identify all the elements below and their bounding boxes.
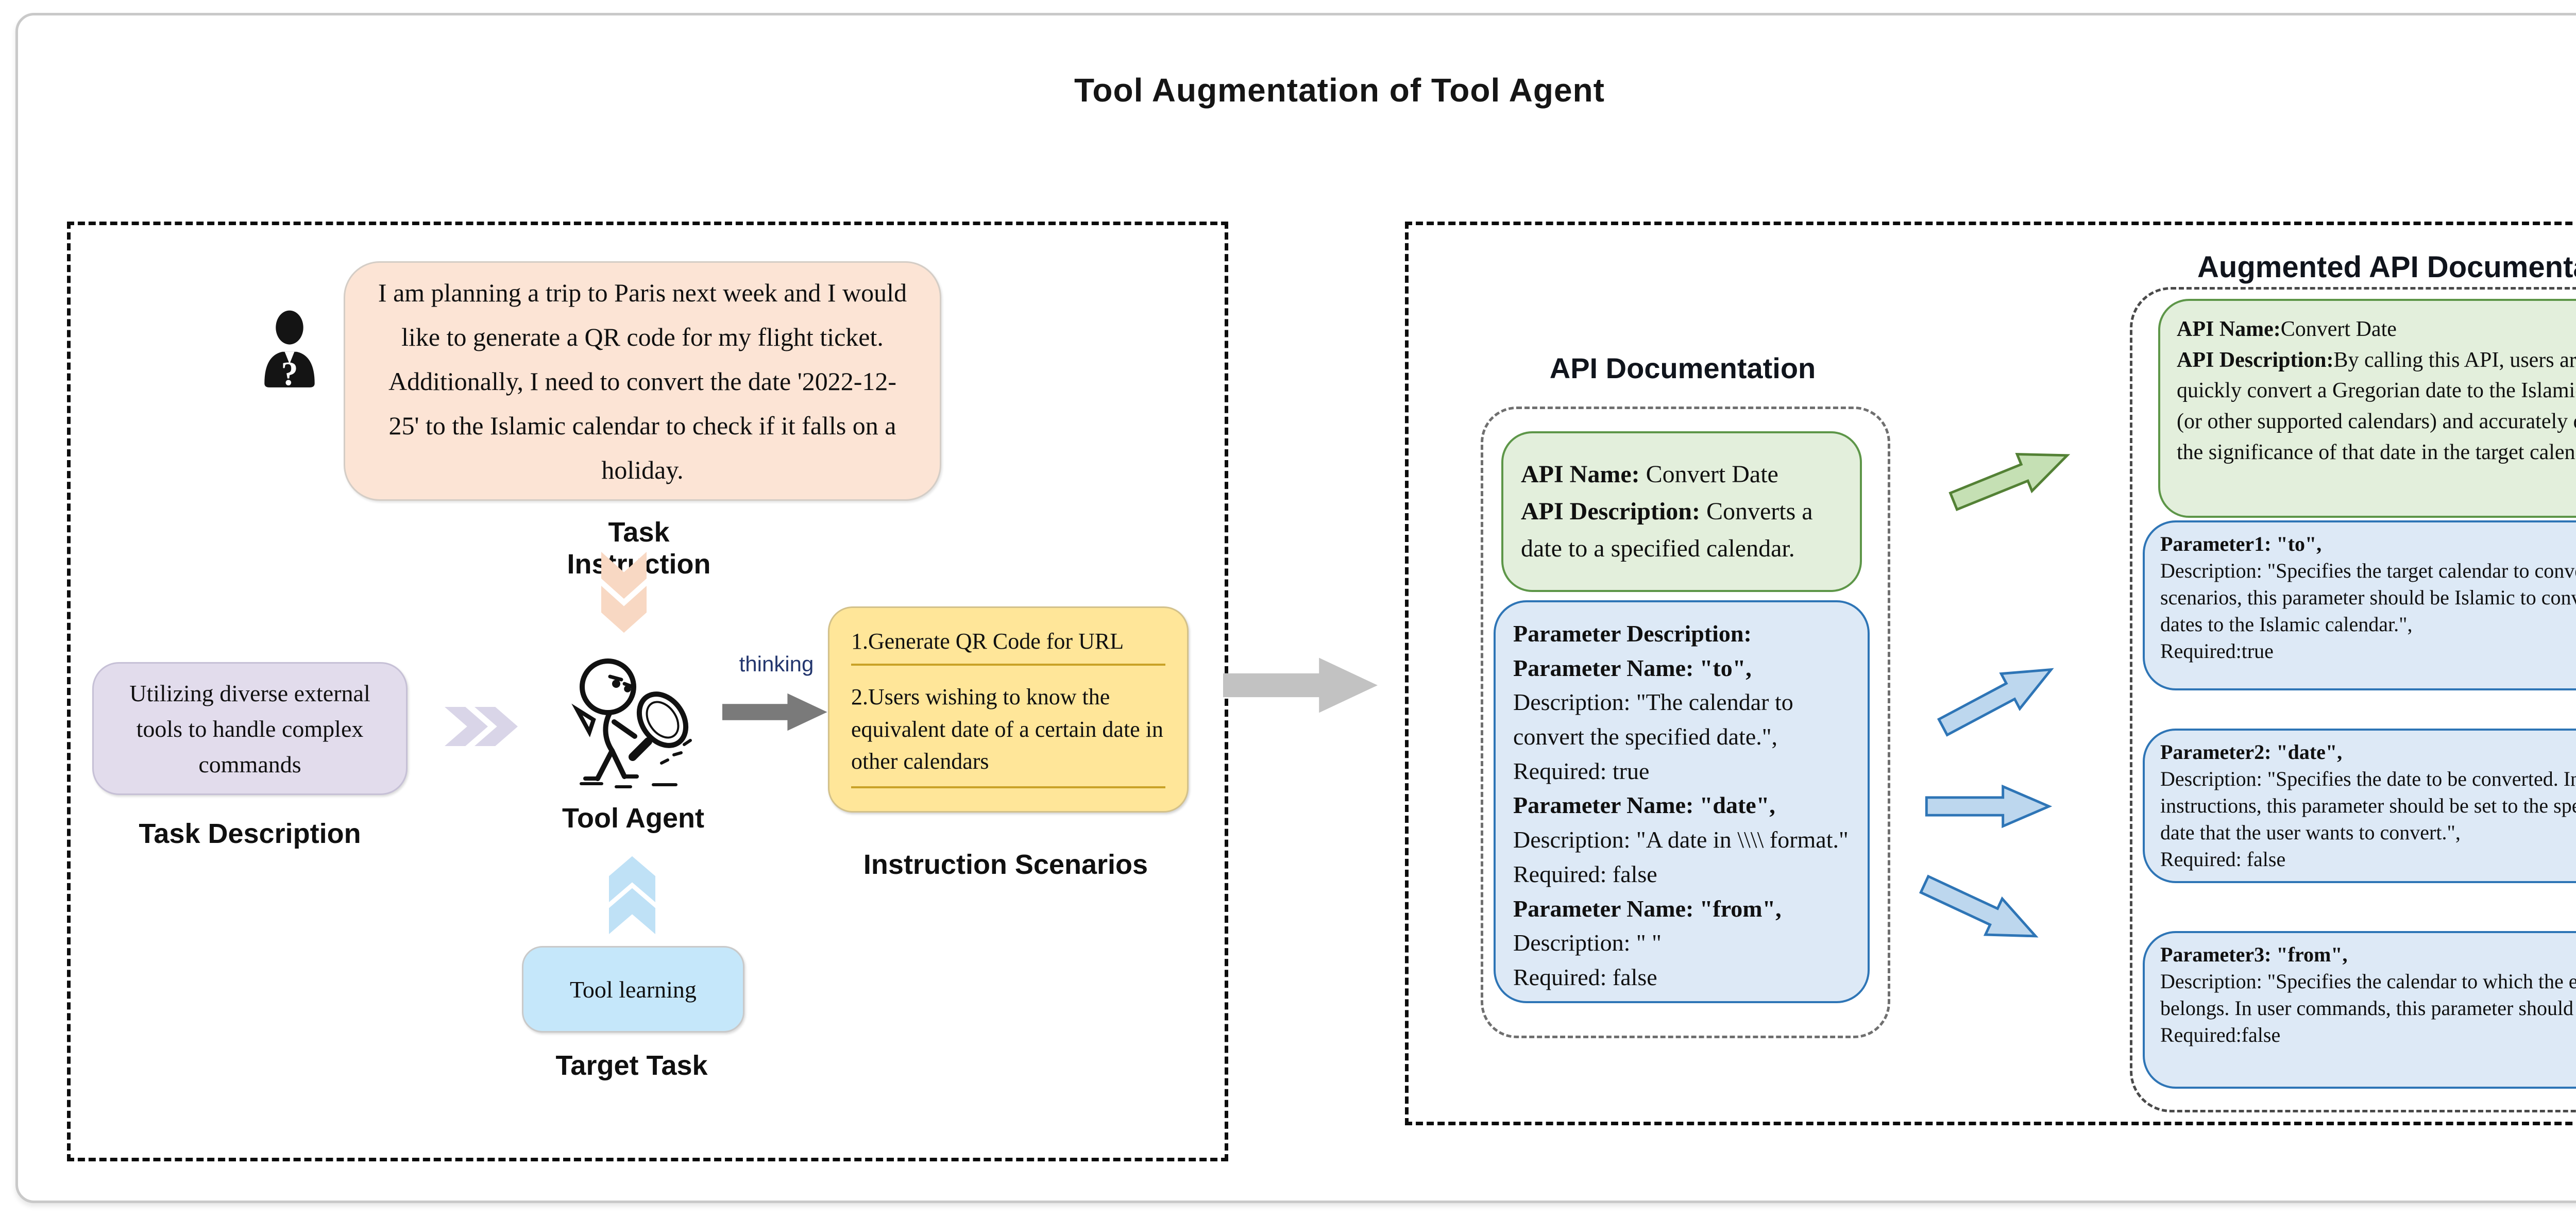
api-panel: API Documentation API Name: Convert Date… [1405,222,2576,1125]
augment-arrow-param2-icon [1913,781,2063,832]
api-doc-heading: API Documentation [1549,352,1816,384]
instruction-scenarios-label: Instruction Scenarios [863,849,1148,880]
chevron-up-icon [609,855,655,934]
parameter3-box: Parameter3: "from",Description: "Specifi… [2143,931,2576,1089]
gold-divider [851,786,1165,788]
augment-arrow-param3-icon [1904,857,2057,965]
panel-transition-arrow-icon [1223,653,1379,717]
task-instruction-bubble: I am planning a trip to Paris next week … [344,261,941,501]
task-description-label: Task Description [139,818,361,849]
augment-arrow-green-icon [1934,427,2087,529]
svg-text:?: ? [281,355,298,393]
tool-agent-label: Tool Agent [562,803,704,834]
parameter1-box: Parameter1: "to",Description: "Specifies… [2143,520,2576,690]
thinking-label: thinking [739,652,814,676]
task-description-box: Utilizing diverse external tools to hand… [92,662,408,795]
target-task-label: Target Task [555,1050,708,1081]
thinking-arrow-icon [722,689,828,735]
gold-divider [851,664,1165,666]
tool-agent-cartoon [563,648,707,792]
augmented-doc-container [2130,287,2576,1112]
api-doc-container [1481,407,1890,1038]
scenario-item-1: 1.Generate QR Code for URL [851,629,1124,654]
scenario-item-2: 2.Users wishing to know the equivalent d… [851,684,1163,774]
figure-title: Tool Augmentation of Tool Agent [1074,72,1605,109]
tool-learning-box: Tool learning [522,946,744,1033]
instruction-scenarios-box: 1.Generate QR Code for URL 2.Users wishi… [828,606,1189,813]
chevron-down-icon [601,552,647,634]
chevron-right-icon [445,707,527,749]
task-panel: ? I am planning a trip to Paris next wee… [67,222,1228,1161]
augmented-doc-heading: Augmented API Documentation [2197,250,2576,284]
augment-arrow-param1-icon [1922,641,2073,755]
api-parameter-box: Parameter Description:Parameter Name: "t… [1494,600,1870,1003]
parameter2-box: Parameter2: "date",Description: "Specifi… [2143,729,2576,883]
user-question-icon: ? [261,306,318,393]
